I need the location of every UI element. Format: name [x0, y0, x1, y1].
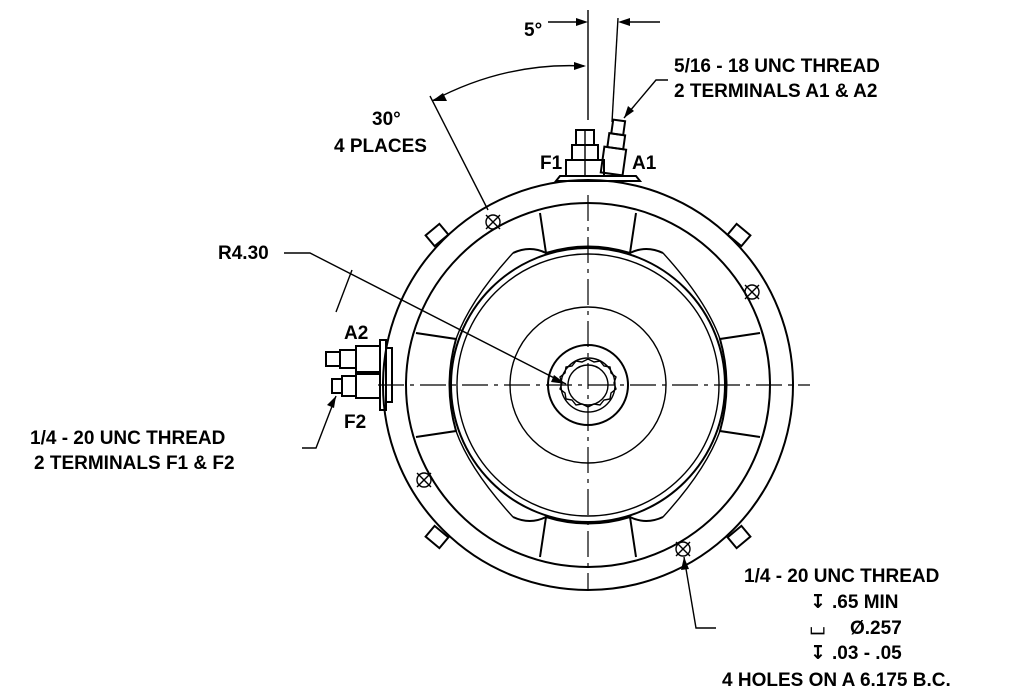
terminal-f1-label: F1 [540, 153, 563, 174]
thread-f-line2: 2 TERMINALS F1 & F2 [34, 453, 235, 474]
depth-symbol-2: ↧ [810, 643, 826, 664]
leader-hole-note [681, 556, 716, 629]
mounting-holes [416, 214, 760, 557]
hole-note-line5: 4 HOLES ON A 6.175 B.C. [722, 670, 951, 691]
mounting-hole [416, 472, 432, 488]
bolt-circle-ring [405, 202, 771, 568]
leader-radius [284, 252, 567, 385]
mounting-hole [744, 284, 760, 300]
angle-5-label: 5° [524, 20, 542, 41]
housing-tabs [424, 222, 752, 550]
places-label: 4 PLACES [334, 136, 427, 157]
hub-circle [509, 306, 667, 464]
counterbore-symbol: ⌴ [810, 618, 825, 639]
hole-diameter-value: Ø.257 [850, 618, 902, 639]
spline-shaft [559, 358, 617, 408]
terminal-f2-label: F2 [344, 412, 366, 433]
depth-symbol: ↧ [810, 592, 826, 613]
thread-f-line1: 1/4 - 20 UNC THREAD [30, 428, 225, 449]
hole-note-line1: 1/4 - 20 UNC THREAD [744, 566, 939, 587]
leader-thread-f [302, 395, 337, 449]
top-terminal-block [553, 118, 643, 182]
radius-label: R4.30 [218, 243, 269, 264]
hole-depth-value: .65 MIN [832, 592, 899, 613]
inner-bore-circle [450, 247, 726, 523]
hole-depth2-value: .03 - .05 [832, 643, 902, 664]
mounting-hole [485, 214, 501, 230]
shaft-circle [547, 344, 629, 426]
thread-a-line1: 5/16 - 18 UNC THREAD [674, 56, 880, 77]
dimension-5-degree [548, 10, 660, 123]
angle-30-label: 30° [372, 109, 401, 130]
thread-a-line2: 2 TERMINALS A1 & A2 [674, 81, 877, 102]
spline-teeth [559, 358, 617, 408]
pole-pieces [415, 212, 761, 558]
terminal-a1-label: A1 [632, 153, 657, 174]
terminal-a2-label: A2 [344, 323, 368, 344]
dimension-30-degree [429, 62, 586, 211]
mounting-hole [675, 541, 691, 557]
leader-thread-a [623, 79, 668, 119]
left-terminal-block [325, 339, 393, 411]
